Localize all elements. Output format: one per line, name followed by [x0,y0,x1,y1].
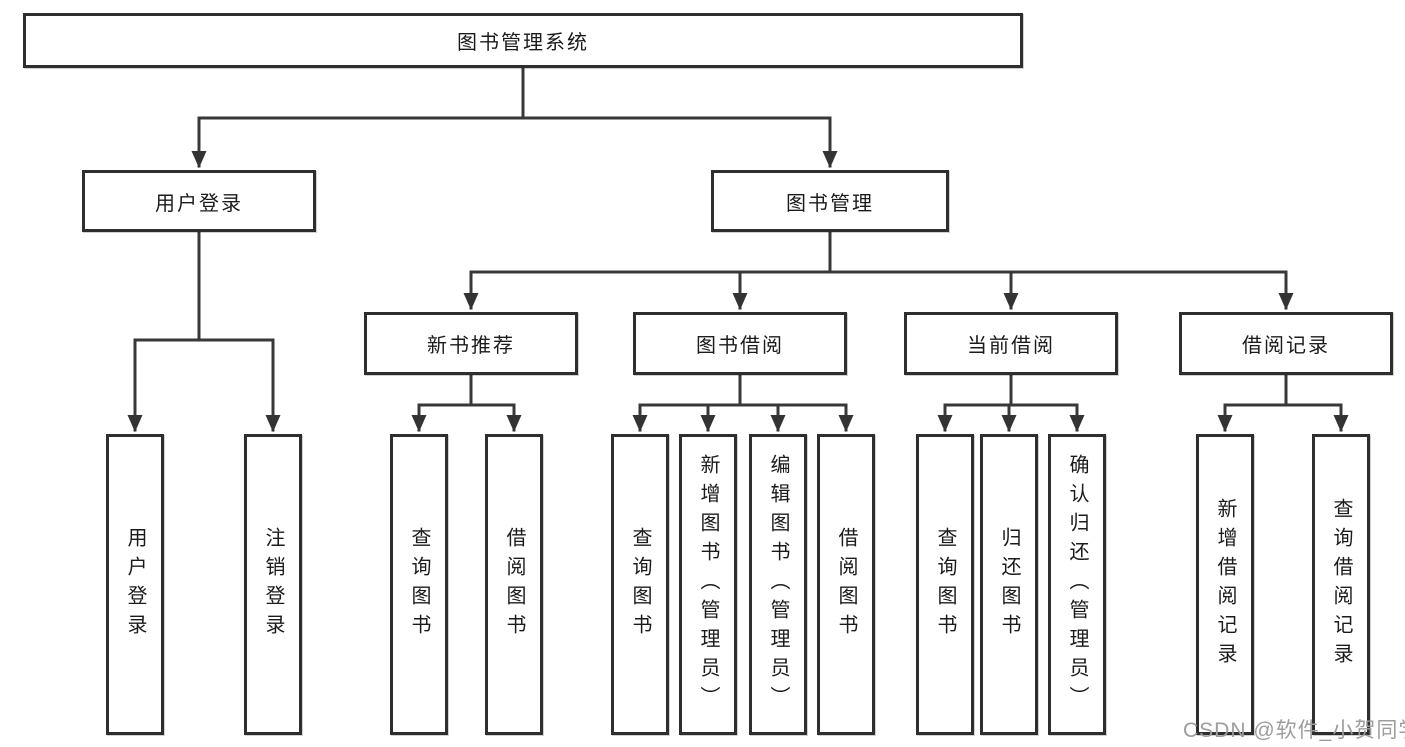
leaf-query-borrow-record: 查询借阅记录 [1312,434,1370,735]
leaf-logout: 注销登录 [244,434,302,735]
node-book-management: 图书管理 [711,170,949,232]
node-user-login: 用户登录 [82,170,316,232]
leaf-query-books-current: 查询图书 [916,434,974,735]
leaf-add-borrow-record: 新增借阅记录 [1196,434,1254,735]
leaf-borrow-books: 借阅图书 [817,434,875,735]
leaf-confirm-return-admin: 确认归还（管理员） [1048,434,1106,735]
leaf-return-books: 归还图书 [980,434,1038,735]
csdn-watermark: CSDN @软件_小贺同学 [1183,719,1405,742]
leaf-user-login: 用户登录 [106,434,164,735]
leaf-query-books-borrow: 查询图书 [611,434,669,735]
node-new-book-recommend: 新书推荐 [364,312,578,375]
leaf-query-books-newbook: 查询图书 [390,434,448,735]
leaf-borrow-books-newbook: 借阅图书 [485,434,543,735]
node-book-borrow: 图书借阅 [633,312,847,375]
node-borrow-record: 借阅记录 [1179,312,1393,375]
node-library-system: 图书管理系统 [23,13,1023,68]
leaf-add-books-admin: 新增图书（管理员） [679,434,737,735]
leaf-edit-books-admin: 编辑图书（管理员） [749,434,807,735]
node-current-borrow: 当前借阅 [904,312,1118,375]
